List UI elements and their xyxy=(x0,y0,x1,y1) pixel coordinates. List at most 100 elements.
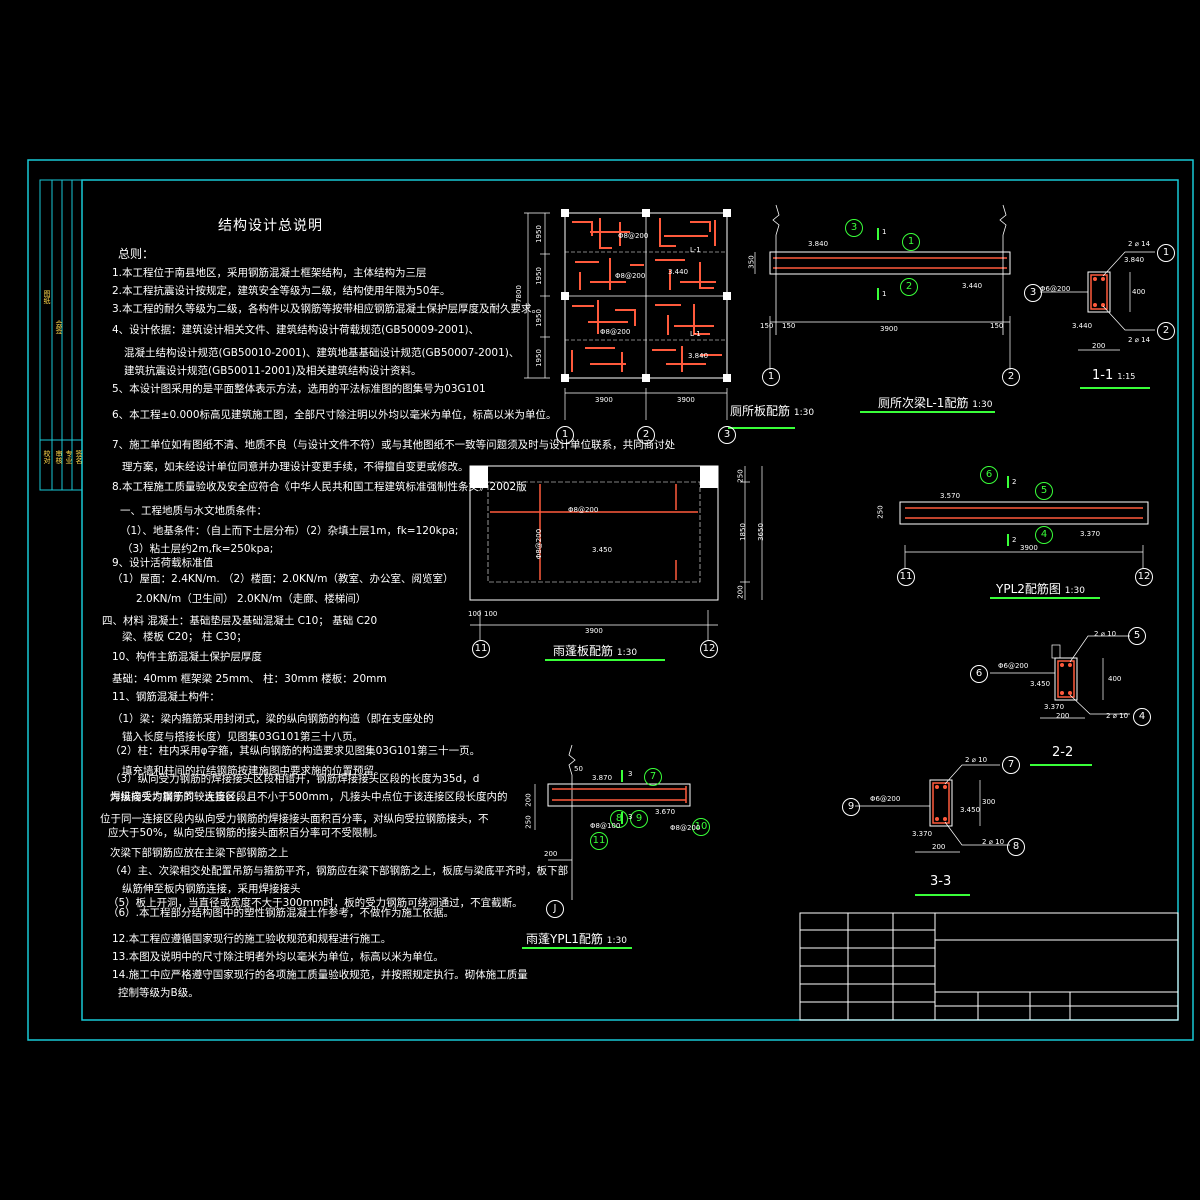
marker-1-s11: 1 xyxy=(1157,244,1175,262)
s11-lev-bot: 3.440 xyxy=(1072,322,1093,330)
marker-11-ypl1: 11 xyxy=(590,832,608,850)
dim-beam-span: 3900 xyxy=(880,325,898,333)
marker-7-s33: 7 xyxy=(1002,756,1020,774)
lev-slab-c: 3.440 xyxy=(668,268,689,276)
canopy-250: 250 xyxy=(736,469,745,483)
marker-4-s22: 4 xyxy=(1133,708,1151,726)
lev-slab-b: 3.840 xyxy=(688,352,709,360)
canopy-1850: 1850 xyxy=(738,523,747,541)
ypl1-lev2: 3.670 xyxy=(655,808,676,816)
note-line: （1）屋面：2.4KN/m. （2）楼面：2.0KN/m（教室、办公室、阅览室） xyxy=(112,573,454,585)
canopy-h: 3650 xyxy=(756,523,765,541)
s22-top-rebar: 2 ⌀ 10 xyxy=(1094,630,1117,638)
beam-axis-2: 2 xyxy=(1002,368,1020,386)
s33-bot-rebar: 2 ⌀ 10 xyxy=(982,838,1005,846)
note-line: 基础：40mm 框架梁 25mm、 柱：30mm 楼板：20mm xyxy=(112,673,387,685)
strip-label-4: 审核 xyxy=(55,450,63,464)
note-line: 位于同一连接区段内纵向受力钢筋的焊接接头面积百分率，对纵向受拉钢筋接头，不 xyxy=(100,813,489,825)
rebar-slab-c: Φ8@200 xyxy=(600,328,631,336)
note-line: 14.施工中应严格遵守国家现行的各项施工质量验收规范，并按照规定执行。砌体施工质… xyxy=(112,969,528,981)
section-1-1 xyxy=(1040,251,1155,389)
ypl1-rebar-b: Φ8@200 xyxy=(670,824,701,832)
rebar-slab-b: Φ8@200 xyxy=(615,272,646,280)
note-line: 理方案，如未经设计单位同意并办理设计变更手续，不得擅自变更或修改。 xyxy=(122,461,469,473)
canopy-axis-12: 12 xyxy=(700,640,718,658)
axis-3: 3 xyxy=(718,426,736,444)
canopy-slab-title: 雨蓬板配筋 1:30 xyxy=(553,644,638,658)
dim-beam-150a: 150 xyxy=(760,322,774,330)
dim-slab-w2: 3900 xyxy=(677,396,695,404)
note-line: 混凝土结构设计规范(GB50010-2001)、建筑地基基础设计规范(GB500… xyxy=(124,347,520,359)
ypl1-lev: 3.870 xyxy=(592,774,613,782)
strip-label-1: 图纸 xyxy=(43,290,51,304)
canopy-span: 3900 xyxy=(585,627,603,635)
marker-1-beam: 1 xyxy=(902,233,920,251)
ypl2-h: 250 xyxy=(876,505,885,519)
s33-200: 200 xyxy=(932,843,946,851)
note-line: （3）粘土层约2m,fk=250kpa; xyxy=(122,543,274,555)
note-line: 梁、楼板 C20； 柱 C30； xyxy=(122,631,247,643)
section-1-1-title: 1-1 1:15 xyxy=(1092,368,1136,383)
marker-6-ypl2: 6 xyxy=(980,466,998,484)
ypl2-axis-12: 12 xyxy=(1135,568,1153,586)
note-line: （4）主、次梁相交处配置吊筋与箍筋平齐，钢筋应在梁下部钢筋之上，板底与梁底平齐时… xyxy=(110,865,569,877)
s22-400: 400 xyxy=(1108,675,1122,683)
dim-slab-v3: 1950 xyxy=(534,309,543,327)
toilet-slab-title: 厕所板配筋 1:30 xyxy=(730,404,815,418)
inner-frame xyxy=(81,179,1179,1021)
axis-1: 1 xyxy=(556,426,574,444)
beam-l1-elevation xyxy=(754,204,1011,370)
canopy-100a: 100 xyxy=(468,610,482,618)
marker-4-ypl2: 4 xyxy=(1035,526,1053,544)
toilet-slab-plan xyxy=(524,209,731,420)
s11-dim-200: 200 xyxy=(1092,342,1106,350)
note-line: （5）板上开洞，当直径或宽度不大于300mm时，板的受力钢筋可绕洞通过，不宜截断… xyxy=(108,897,523,909)
title-block xyxy=(799,912,1179,1021)
s11-top-rebar: 2 ⌀ 14 xyxy=(1128,240,1151,248)
note-line: 1.本工程位于南县地区，采用钢筋混凝土框架结构，主体结构为三层 xyxy=(112,267,427,279)
outer-frame xyxy=(27,159,1194,1041)
marker-9-ypl1: 9 xyxy=(630,810,648,828)
ypl2-title: YPL2配筋图 1:30 xyxy=(996,582,1085,596)
dim-slab-v2: 1950 xyxy=(534,267,543,285)
marker-5-ypl2: 5 xyxy=(1035,482,1053,500)
tick-2-top: 2 xyxy=(1012,478,1017,486)
note-line: 锚入长度与搭接长度）见图集03G101第三十八页。 xyxy=(122,731,364,743)
dim-slab-w1: 3900 xyxy=(595,396,613,404)
note-line: 纵筋伸至板内钢筋连接，采用焊接接头 xyxy=(122,883,301,895)
marker-2-s11: 2 xyxy=(1157,322,1175,340)
note-line: 6、本工程±0.000标高见建筑施工图，全部尺寸除注明以外均以毫米为单位，标高以… xyxy=(112,409,557,421)
canopy-slab-plan xyxy=(469,465,763,640)
note-line: 四、材料 混凝土：基础垫层及基础混凝土 C10； 基础 C20 xyxy=(102,615,378,627)
strip-label-2: 会签 xyxy=(55,320,63,334)
note-line: 2.本工程抗震设计按规定，建筑安全等级为二级，结构使用年限为50年。 xyxy=(112,285,451,297)
section-3-3-title: 3-3 xyxy=(930,874,952,889)
marker-7-ypl1: 7 xyxy=(644,768,662,786)
ypl1-200b: 200 xyxy=(544,850,558,858)
note-line: （6）.本工程部分结构图中的塑性钢筋混凝土作参考，不做作为施工依据。 xyxy=(108,907,455,919)
ypl2-lev2: 3.370 xyxy=(1080,530,1101,538)
beam-l1-title: 厕所次梁L-1配筋 1:30 xyxy=(878,396,993,410)
note-line: （3）纵向受力钢筋的焊接接头区段相错开，钢筋焊接接头区段的长度为35d，d xyxy=(110,773,480,785)
note-line: 10、构件主筋混凝土保护层厚度 xyxy=(112,651,262,663)
note-line: 11、钢筋混凝土构件： xyxy=(112,691,220,703)
lev-beam-a: 3.840 xyxy=(808,240,829,248)
s33-lev2: 3.370 xyxy=(912,830,933,838)
note-line: 焊接接头均属于同一连接区段。 xyxy=(110,791,257,803)
s22-lev2: 3.370 xyxy=(1044,703,1065,711)
note-line: 一、工程地质与水文地质条件： xyxy=(120,505,267,517)
note-line: 填充墙和柱间的拉结钢筋按建施图中要求施的位置预留。 xyxy=(122,765,385,777)
marker-5-s22: 5 xyxy=(1128,627,1146,645)
l1-label-b: L-1 xyxy=(690,330,701,338)
strip-label-3: 校对 xyxy=(43,450,51,464)
canopy-200: 200 xyxy=(736,585,745,599)
note-line: 为纵向受力钢筋的较大直径，且不小于500mm，凡接头中点位于该连接区段长度内的 xyxy=(110,791,508,803)
ypl1-50: 50 xyxy=(574,765,583,773)
canopy-axis-11: 11 xyxy=(472,640,490,658)
dim-slab-v4: 1950 xyxy=(534,349,543,367)
s33-lev1: 3.450 xyxy=(960,806,981,814)
ypl2-elevation xyxy=(899,476,1149,568)
dim-beam-150b: 150 xyxy=(782,322,796,330)
canopy-100b: 100 xyxy=(484,610,498,618)
